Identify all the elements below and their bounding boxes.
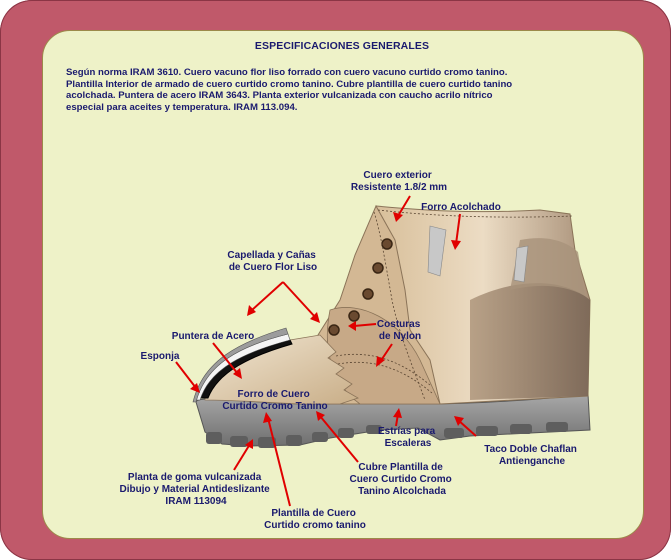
label-capellada: Capellada y Cañas de Cuero Flor Liso <box>227 250 318 273</box>
label-taco: Taco Doble Chaflan Antienganche <box>484 444 579 467</box>
heel-dark <box>470 283 590 400</box>
label-forro-cuero: Forro de Cuero Curtido Cromo Tanino <box>222 389 327 412</box>
label-esponja: Esponja <box>141 351 180 362</box>
label-puntera: Puntera de Acero <box>172 331 254 342</box>
label-estrias: Estrías para Escaleras <box>378 426 438 449</box>
label-cubre-plantilla: Cubre Plantilla de Cuero Curtido Cromo T… <box>350 462 455 497</box>
label-plantilla-cuero: Plantilla de Cuero Curtido cromo tanino <box>264 508 366 531</box>
label-costuras: Costuras de Nylon <box>377 319 423 342</box>
label-planta-goma: Planta de goma vulcanizada Dibujo y Mate… <box>120 472 273 507</box>
label-forro-acolchado: Forro Acolchado <box>421 202 501 213</box>
label-cuero-exterior: Cuero exterior Resistente 1.8/2 mm <box>351 170 447 193</box>
